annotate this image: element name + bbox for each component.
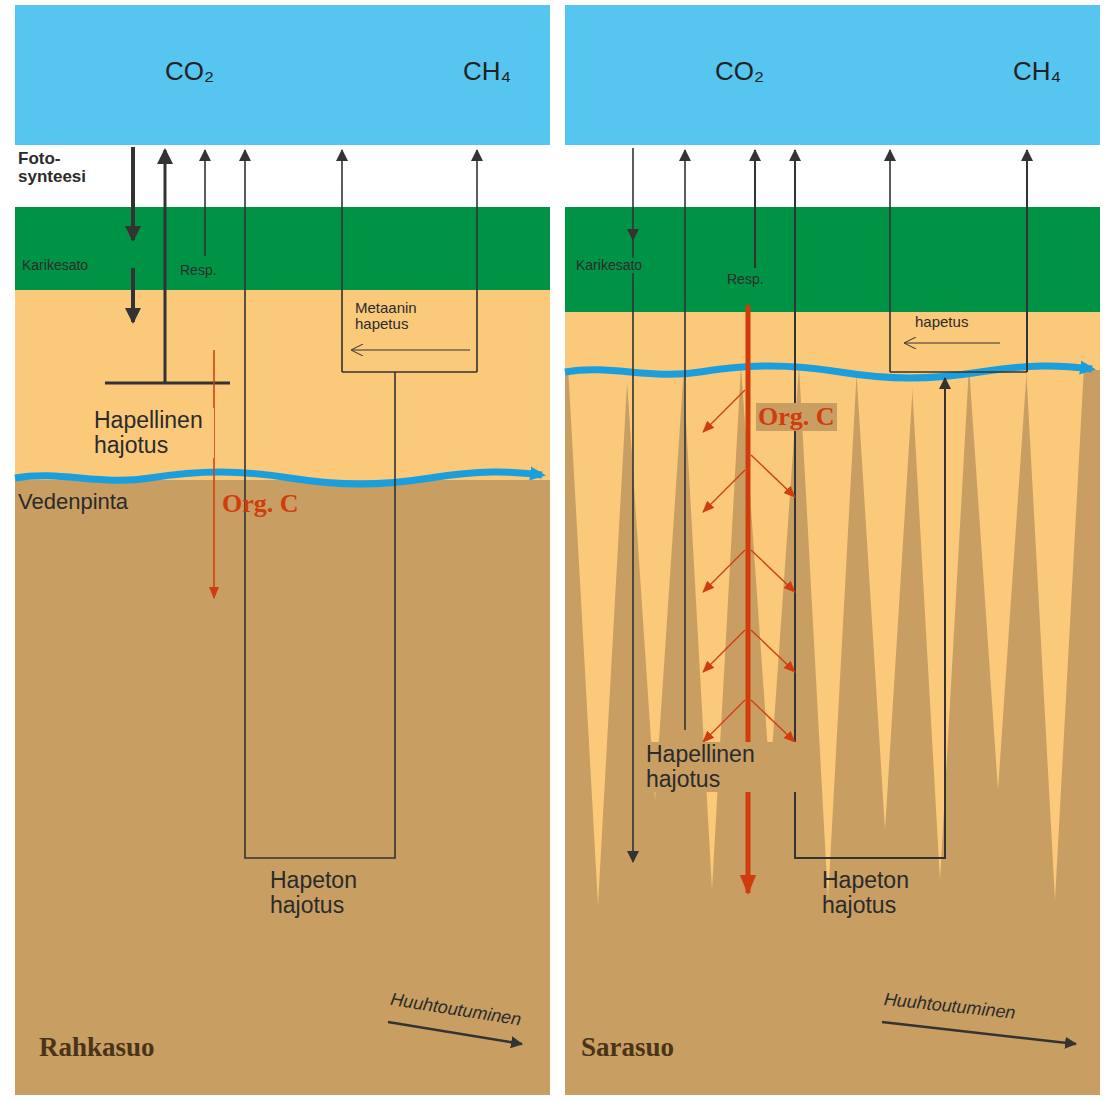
organic-carbon-flow (703, 630, 745, 672)
process-label: Metaanin hapetus (355, 300, 455, 332)
carbon-flow-arrows (341, 150, 343, 372)
root-wedges (856, 366, 914, 830)
carbon-flow-arrows (342, 371, 477, 373)
rahkasuo-ground (15, 480, 550, 1095)
carbon-flow-arrows (131, 268, 135, 322)
organic-carbon-flow (751, 630, 795, 672)
carbon-flow-arrows (889, 150, 891, 372)
gas-label: CO₂ (715, 57, 764, 86)
organic-carbon-flow (751, 455, 795, 497)
carbon-flow-arrows (754, 150, 756, 268)
process-label: Karikesato (574, 258, 644, 273)
carbon-flow-arrows (684, 150, 686, 730)
organic-carbon-flow (703, 470, 745, 512)
root-wedges (568, 366, 628, 905)
organic-carbon-flow (214, 305, 795, 893)
process-label: Hapellinen hajotus (644, 742, 798, 792)
root-wedges (626, 366, 684, 800)
peatland-panel: Rahkasuo CO₂ CH₄ (15, 5, 550, 1095)
process-label: Hapeton hajotus (270, 868, 410, 918)
carbon-label: Org. C (222, 490, 299, 518)
gas-label: CO₂ (165, 57, 214, 86)
carbon-flow-arrows (632, 240, 634, 862)
carbon-flow-arrows (944, 378, 946, 420)
organic-carbon-flow (751, 700, 795, 742)
carbon-flow-arrows (1026, 150, 1028, 372)
process-label: Resp. (727, 272, 764, 287)
carbon-flow-arrows (105, 382, 230, 385)
water-table (565, 366, 1092, 378)
gas-label: CH₄ (463, 57, 511, 86)
root-wedges (568, 366, 1084, 905)
organic-carbon-flow (746, 305, 751, 893)
process-label: hapetus (915, 314, 968, 330)
organic-carbon-flow (213, 350, 215, 598)
organic-carbon-flow (703, 390, 745, 432)
carbon-flow-arrows (105, 147, 1076, 1044)
root-wedges (969, 366, 1027, 790)
carbon-flow-arrows (882, 1022, 1076, 1044)
process-label: Resp. (180, 263, 217, 278)
rahkasuo-ground (15, 207, 550, 1095)
carbon-flow-arrows (164, 150, 167, 383)
carbon-flow-arrows (632, 148, 634, 240)
organic-carbon-flow (751, 550, 795, 592)
sarasuo-ground (565, 312, 1100, 372)
root-wedges (911, 366, 969, 880)
atmosphere-band: CO₂ CH₄ (565, 5, 1100, 145)
carbon-flow-arrows (352, 350, 470, 351)
process-label: Foto- synteesi (18, 150, 113, 187)
organic-carbon-flow (703, 700, 745, 742)
panel-heading: Rahkasuo (39, 1033, 155, 1063)
peatland-panel: Sarasuo CO₂ CH₄ (565, 5, 1100, 1095)
process-label: Karikesato (22, 258, 88, 273)
root-wedges (683, 366, 741, 890)
process-label: Hapeton hajotus (822, 868, 962, 918)
carbon-flow-arrows (890, 371, 1027, 373)
gas-label: CH₄ (1013, 57, 1061, 86)
carbon-label: Org. C (756, 403, 837, 431)
panel-heading: Sarasuo (581, 1033, 674, 1063)
rahkasuo-ground (15, 290, 550, 482)
carbon-flow-arrows (795, 150, 945, 858)
rahkasuo-ground (15, 207, 550, 290)
carbon-flow-arrows (905, 343, 1000, 344)
carbon-flow-arrows (476, 150, 478, 372)
root-wedges (799, 366, 857, 900)
process-label: Hapellinen hajotus (92, 408, 214, 458)
water-table-label: Vedenpinta (18, 490, 128, 514)
sarasuo-ground (565, 207, 1100, 1095)
sarasuo-ground (565, 207, 1100, 312)
carbon-flow-arrows (131, 147, 135, 240)
root-wedges (1026, 366, 1084, 900)
carbon-flow-arrows (204, 150, 206, 256)
water-table (15, 366, 1092, 484)
water-table (15, 472, 542, 484)
organic-carbon-flow (703, 550, 745, 592)
atmosphere-band: CO₂ CH₄ (15, 5, 550, 145)
